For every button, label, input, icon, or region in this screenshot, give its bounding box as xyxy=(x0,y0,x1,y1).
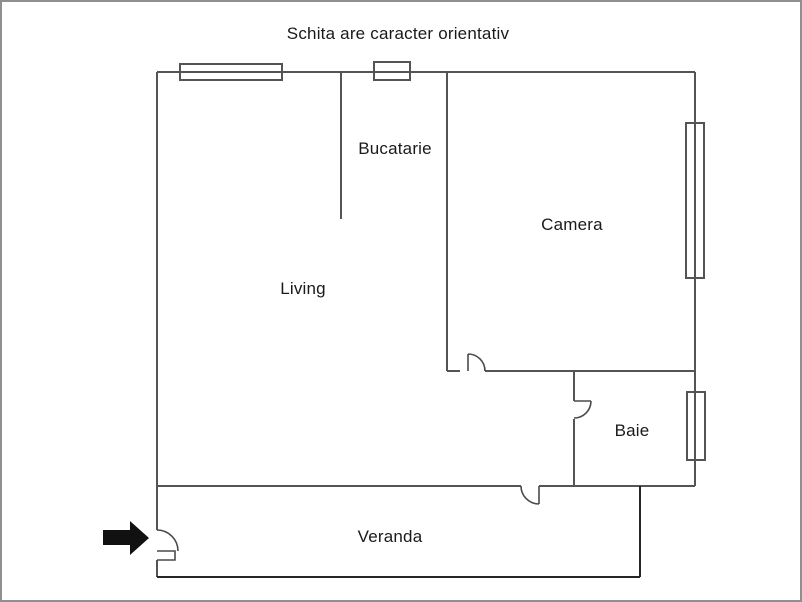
room-label-veranda: Veranda xyxy=(358,527,423,546)
room-label-living: Living xyxy=(280,279,326,298)
entrance-arrow-icon xyxy=(103,521,149,555)
room-label-bucatarie: Bucatarie xyxy=(358,139,432,158)
window-baie-right xyxy=(686,391,706,461)
window-kitchen-top xyxy=(373,61,411,81)
door-baie xyxy=(573,400,592,419)
door-camera xyxy=(467,353,486,372)
window-camera-right xyxy=(685,122,705,279)
plan-title: Schita are caracter orientativ xyxy=(287,24,510,43)
room-label-camera: Camera xyxy=(541,215,603,234)
door-entrance xyxy=(156,529,179,561)
window-living-top xyxy=(179,63,283,81)
door-veranda xyxy=(520,485,540,505)
room-label-baie: Baie xyxy=(615,421,650,440)
